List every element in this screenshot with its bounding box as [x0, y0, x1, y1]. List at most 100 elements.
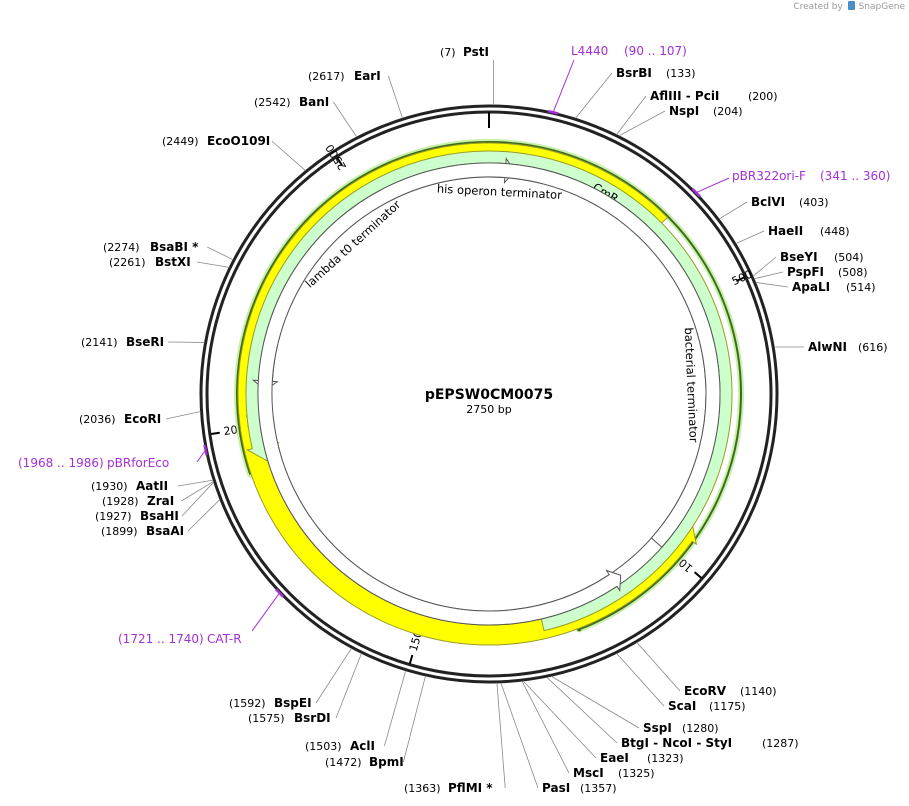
plasmid-name: pEPSW0CM0075	[425, 387, 553, 403]
site-position-bspei: (1592)	[229, 697, 266, 710]
feature-arrow-lambda-t0-terminator[interactable]	[257, 162, 721, 626]
site-label-msci[interactable]: MscI(1325)	[573, 766, 655, 780]
site-label-pasi[interactable]: PasI (1357)	[542, 781, 617, 795]
site-label-sspi[interactable]: SspI(1280)	[643, 721, 719, 735]
site-name-ecoo109i: EcoO109I	[207, 134, 270, 148]
primer-mark-pbrforeco	[203, 444, 208, 456]
feature-label-his-operon-terminator: his operon terminator	[437, 182, 563, 202]
site-label-bseyi[interactable]: BseYI(504)	[780, 250, 864, 264]
site-position-msci: (1325)	[618, 767, 655, 780]
site-name-ecori: EcoRI	[124, 412, 161, 426]
primer-name-pbrforeco: pBRforEco	[107, 456, 169, 470]
site-label-bsaai[interactable]: BsaAI (1899)	[101, 524, 184, 538]
site-label-aatii[interactable]: AatII(1930)	[91, 479, 168, 493]
primer-leader-l4440	[552, 59, 575, 113]
site-label-apali[interactable]: ApaLI (514)	[792, 280, 876, 294]
site-name-apali: ApaLI	[792, 280, 830, 294]
primer-mark-l4440	[547, 109, 559, 115]
site-label-nspi[interactable]: NspI(204)	[669, 104, 743, 118]
site-position-aatii: (1930)	[91, 480, 128, 493]
leader-line-eaei	[522, 680, 597, 759]
site-position-psti: (7)	[440, 46, 456, 59]
site-name-bani: BanI	[299, 95, 329, 109]
site-position-apali: (514)	[846, 281, 876, 294]
credit-brand: SnapGene	[858, 2, 905, 12]
site-label-haeii[interactable]: HaeII(448)	[768, 224, 850, 238]
primer-label-l4440[interactable]: L4440(90 .. 107)	[571, 44, 687, 58]
site-position-afliii-pcii: (200)	[748, 90, 778, 103]
site-label-bseri[interactable]: BseRI (2141)	[81, 335, 164, 349]
site-position-pspfi: (508)	[838, 266, 868, 279]
tick-mark-500	[736, 276, 746, 282]
site-label-bstxi[interactable]: BstXI(2261)	[109, 255, 191, 269]
site-label-bsabi[interactable]: BsaBI *(2274)	[103, 240, 199, 254]
leader-line-bsabi	[207, 246, 234, 261]
site-label-pspfi[interactable]: PspFI (508)	[787, 265, 868, 279]
site-name-psti: PstI	[463, 45, 489, 59]
site-label-acli[interactable]: AclI (1503)	[305, 739, 375, 753]
leader-line-eari	[388, 75, 403, 119]
annotation-lines	[234, 139, 744, 633]
leader-line-bspei	[315, 647, 352, 704]
leader-line-acli	[384, 670, 407, 747]
site-position-bseri: (2141)	[81, 336, 118, 349]
primer-label-pbr322ori-f[interactable]: pBR322ori-F(341 .. 360)	[732, 169, 890, 183]
site-position-bstxi: (2261)	[109, 256, 146, 269]
site-label-bsrdi[interactable]: BsrDI(1575)	[248, 711, 331, 725]
site-position-haeii: (448)	[820, 225, 850, 238]
site-label-ecorv[interactable]: EcoRV(1140)	[684, 684, 777, 698]
site-label-scai[interactable]: ScaI(1175)	[668, 699, 746, 713]
site-name-pasi: PasI	[542, 781, 570, 795]
primer-label-cat-r[interactable]: CAT-R(1721 .. 1740)	[118, 632, 242, 646]
leader-line-afliii-pcii	[616, 95, 647, 135]
leader-line-sspi	[551, 675, 640, 729]
site-label-pflmi[interactable]: PflMI * (1363)	[404, 781, 493, 795]
site-name-pflmi: PflMI *	[448, 781, 493, 795]
leader-line-bclvi	[718, 201, 748, 220]
site-name-bsrdi: BsrDI	[294, 711, 331, 725]
site-label-bpmi[interactable]: BpmI(1472)	[325, 755, 404, 769]
primer-label-pbrforeco[interactable]: pBRforEco(1968 .. 1986)	[18, 456, 169, 470]
site-position-acli: (1503)	[305, 740, 342, 753]
site-label-ecori[interactable]: EcoRI(2036)	[79, 412, 161, 426]
primer-name-pbr322ori-f: pBR322ori-F	[732, 169, 806, 183]
plasmid-size: 2750 bp	[466, 403, 511, 416]
site-label-afliii-pcii[interactable]: AflIII - PciI(200)	[650, 89, 778, 103]
site-name-acli: AclI	[350, 739, 375, 753]
site-label-ecoo109i[interactable]: EcoO109I (2449)	[162, 134, 270, 148]
site-name-pspfi: PspFI	[787, 265, 824, 279]
leader-line-aatii	[177, 479, 214, 487]
leader-line-scai	[616, 653, 665, 707]
site-position-sspi: (1280)	[682, 722, 719, 735]
site-label-bspei[interactable]: BspEI(1592)	[229, 696, 312, 710]
site-name-eaei: EaeI	[600, 751, 629, 765]
leader-line-bsrbi	[575, 72, 613, 119]
site-name-bsaai: BsaAI	[146, 524, 184, 538]
site-position-bsabi: (2274)	[103, 241, 140, 254]
site-position-pflmi: (1363)	[404, 782, 441, 795]
site-label-bsahi[interactable]: BsaHI(1927)	[95, 509, 179, 523]
site-label-bsrbi[interactable]: BsrBI(133)	[616, 66, 696, 80]
site-position-bsaai: (1899)	[101, 525, 138, 538]
site-name-bpmi: BpmI	[369, 755, 404, 769]
site-label-alwni[interactable]: AlwNI(616)	[808, 340, 888, 354]
site-label-bclvi[interactable]: BclVI(403)	[751, 195, 829, 209]
primer-leader-cat-r	[251, 592, 280, 632]
site-name-bseri: BseRI	[126, 335, 164, 349]
site-label-psti[interactable]: PstI (7)	[440, 45, 489, 59]
site-label-zrai[interactable]: ZraI(1928)	[102, 494, 174, 508]
leader-line-bani	[333, 101, 358, 138]
site-label-eaei[interactable]: EaeI(1323)	[600, 751, 684, 765]
leader-line-nspi	[618, 110, 666, 137]
leader-line-bsaai	[187, 499, 221, 532]
site-label-btgi-ncoi-styi[interactable]: BtgI - NcoI - StyI(1287)	[621, 736, 799, 750]
site-position-pasi: (1357)	[580, 782, 617, 795]
feature-label-bacterial-terminator: bacterial terminator	[682, 327, 701, 443]
site-position-bsahi: (1927)	[95, 510, 132, 523]
primer-mark-pbr322ori-f	[691, 187, 701, 198]
site-position-ecoo109i: (2449)	[162, 135, 199, 148]
snapgene-logo-icon	[847, 1, 855, 10]
site-label-bani[interactable]: BanI(2542)	[254, 95, 329, 109]
site-label-eari[interactable]: EarI(2617)	[308, 69, 381, 83]
